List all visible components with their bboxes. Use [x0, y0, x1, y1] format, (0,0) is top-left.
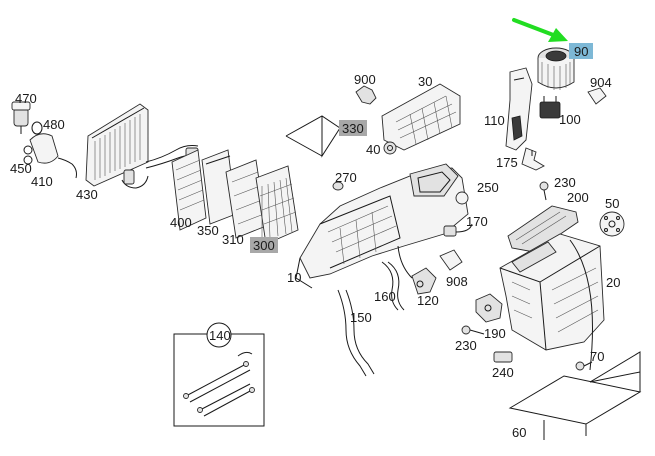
callout-labels: 470 480 450 410 430 900 30 330 40 400 35… [10, 43, 620, 440]
callout-450[interactable]: 450 [10, 161, 32, 176]
callout-175[interactable]: 175 [496, 155, 518, 170]
filter-elements [171, 149, 299, 245]
leader-330 [285, 115, 341, 158]
callout-300[interactable]: 300 [253, 238, 275, 253]
callout-240[interactable]: 240 [492, 365, 514, 380]
heater-core-assembly [11, 101, 199, 189]
callout-230-upper[interactable]: 230 [554, 175, 576, 190]
callout-300-highlight [250, 237, 278, 253]
callout-150[interactable]: 150 [350, 310, 372, 325]
callout-50[interactable]: 50 [605, 196, 619, 211]
callout-350[interactable]: 350 [197, 223, 219, 238]
callout-120[interactable]: 120 [417, 293, 439, 308]
callout-140-circle [206, 322, 232, 348]
main-housing [295, 163, 473, 377]
lower-housing [461, 205, 625, 371]
selection-arrow-icon [512, 18, 568, 42]
callout-30[interactable]: 30 [418, 74, 432, 89]
callout-40[interactable]: 40 [366, 142, 380, 157]
leader-60 [508, 351, 642, 440]
callout-140[interactable]: 140 [209, 328, 231, 343]
callout-230-lower[interactable]: 230 [455, 338, 477, 353]
wiring-harness-box [173, 333, 265, 427]
callout-110[interactable]: 110 [484, 113, 505, 128]
callout-410[interactable]: 410 [31, 174, 53, 189]
callout-470[interactable]: 470 [15, 91, 37, 106]
blower-assembly [505, 47, 607, 201]
callout-20[interactable]: 20 [606, 275, 620, 290]
callout-100[interactable]: 100 [559, 112, 581, 127]
callout-400[interactable]: 400 [170, 215, 192, 230]
callout-190[interactable]: 190 [484, 326, 506, 341]
callout-70[interactable]: 70 [590, 349, 604, 364]
callout-270[interactable]: 270 [335, 170, 357, 185]
callout-480[interactable]: 480 [43, 117, 65, 132]
upper-duct-parts [355, 83, 461, 155]
callout-330-highlight [339, 120, 367, 136]
callout-160[interactable]: 160 [374, 289, 396, 304]
callout-250[interactable]: 250 [477, 180, 499, 195]
callout-90-highlight [569, 43, 593, 59]
callout-900[interactable]: 900 [354, 72, 376, 87]
callout-60[interactable]: 60 [512, 425, 526, 440]
callout-90[interactable]: 90 [574, 44, 588, 59]
callout-310[interactable]: 310 [222, 232, 244, 247]
callout-330[interactable]: 330 [342, 121, 364, 136]
callout-904[interactable]: 904 [590, 75, 612, 90]
callout-200[interactable]: 200 [567, 190, 589, 205]
callout-170[interactable]: 170 [466, 214, 488, 229]
callout-908[interactable]: 908 [446, 274, 468, 289]
callout-10[interactable]: 10 [287, 270, 301, 285]
callout-430[interactable]: 430 [76, 187, 98, 202]
